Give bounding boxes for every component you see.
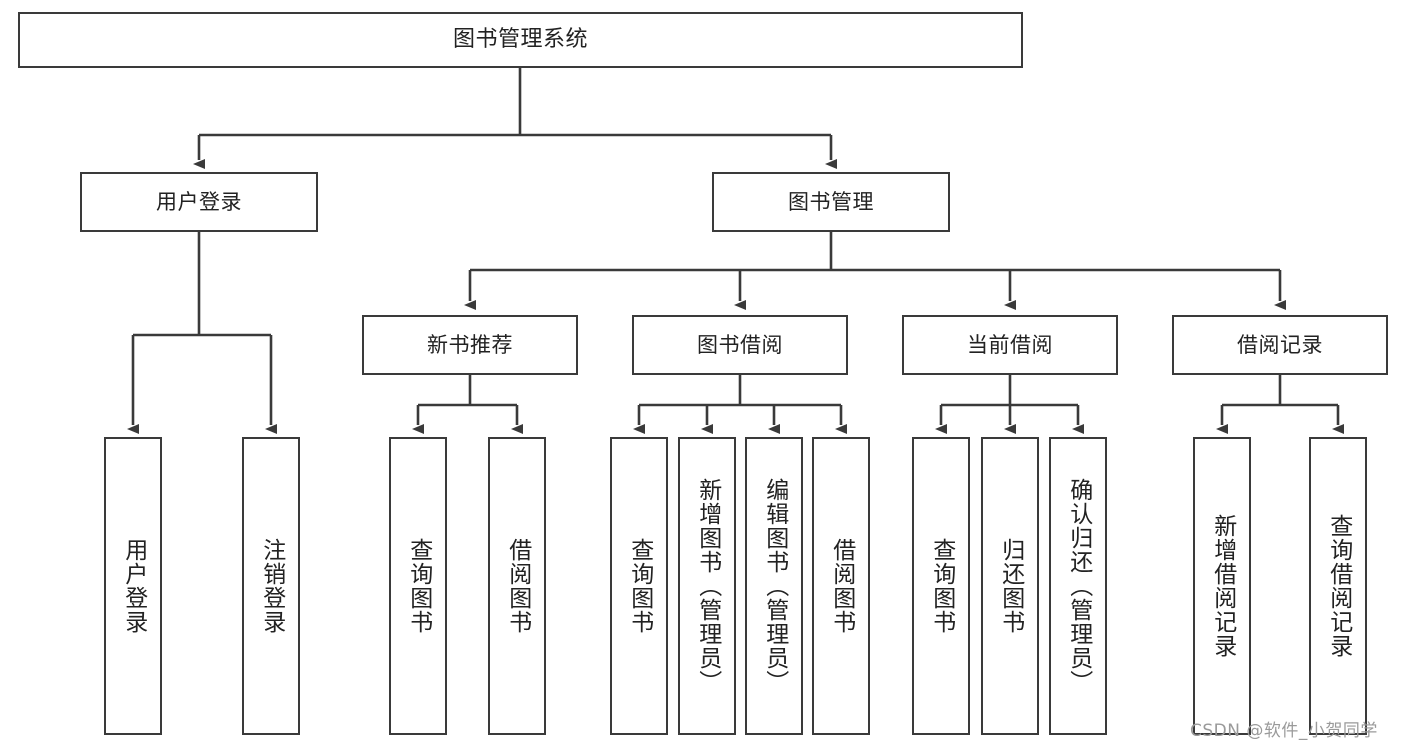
leaf-query-record-label: 查询借阅记录 (1325, 514, 1352, 658)
leaf-borrow-book-2[interactable]: 借阅图书 (812, 437, 870, 735)
node-current-borrow-label: 当前借阅 (967, 332, 1053, 357)
leaf-query-book-3[interactable]: 查询图书 (912, 437, 970, 735)
node-user-login[interactable]: 用户登录 (80, 172, 318, 232)
leaf-logout[interactable]: 注销登录 (242, 437, 300, 735)
node-current-borrow[interactable]: 当前借阅 (902, 315, 1118, 375)
node-book-management-label: 图书管理 (788, 189, 874, 214)
leaf-return-book-label: 归还图书 (997, 538, 1024, 634)
node-borrow-record-label: 借阅记录 (1237, 332, 1323, 357)
node-new-book-recommend[interactable]: 新书推荐 (362, 315, 578, 375)
node-root-book-system[interactable]: 图书管理系统 (18, 12, 1023, 68)
leaf-borrow-book-1[interactable]: 借阅图书 (488, 437, 546, 735)
leaf-query-book-3-label: 查询图书 (928, 538, 955, 634)
leaf-confirm-return[interactable]: 确认归还（管理员） (1049, 437, 1107, 735)
node-book-borrow[interactable]: 图书借阅 (632, 315, 848, 375)
leaf-borrow-book-1-label: 借阅图书 (504, 538, 531, 634)
leaf-add-book[interactable]: 新增图书（管理员） (678, 437, 736, 735)
leaf-add-record-label: 新增借阅记录 (1209, 514, 1236, 658)
leaf-query-book-2[interactable]: 查询图书 (610, 437, 668, 735)
leaf-return-book[interactable]: 归还图书 (981, 437, 1039, 735)
leaf-query-book-1-label: 查询图书 (405, 538, 432, 634)
node-book-management[interactable]: 图书管理 (712, 172, 950, 232)
leaf-borrow-book-2-label: 借阅图书 (828, 538, 855, 634)
leaf-add-record[interactable]: 新增借阅记录 (1193, 437, 1251, 735)
leaf-logout-label: 注销登录 (258, 538, 285, 634)
leaf-add-book-label: 新增图书（管理员） (694, 478, 721, 694)
node-user-login-label: 用户登录 (156, 189, 242, 214)
node-root-label: 图书管理系统 (452, 27, 588, 53)
leaf-confirm-return-label: 确认归还（管理员） (1065, 478, 1092, 694)
leaf-query-record[interactable]: 查询借阅记录 (1309, 437, 1367, 735)
leaf-query-book-1[interactable]: 查询图书 (389, 437, 447, 735)
node-borrow-record[interactable]: 借阅记录 (1172, 315, 1388, 375)
leaf-edit-book-label: 编辑图书（管理员） (761, 478, 788, 694)
leaf-query-book-2-label: 查询图书 (626, 538, 653, 634)
node-new-book-recommend-label: 新书推荐 (427, 332, 513, 357)
leaf-user-login-label: 用户登录 (120, 538, 147, 634)
leaf-edit-book[interactable]: 编辑图书（管理员） (745, 437, 803, 735)
node-book-borrow-label: 图书借阅 (697, 332, 783, 357)
leaf-user-login[interactable]: 用户登录 (104, 437, 162, 735)
